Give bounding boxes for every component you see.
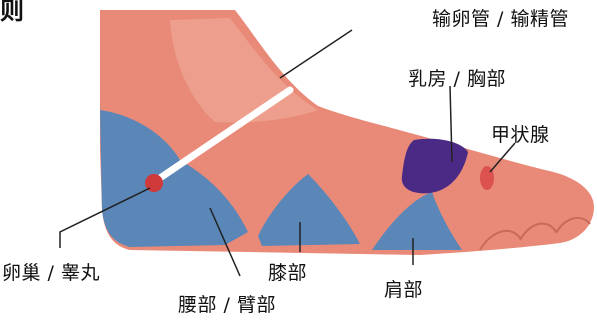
label-waist-arm: 腰部 / 臂部 [178, 294, 276, 316]
label-breast-chest: 乳房 / 胸部 [408, 68, 506, 90]
ovary-leader-line [59, 187, 151, 248]
label-shoulder: 肩部 [384, 279, 424, 301]
toe-outline [479, 216, 591, 251]
label-thyroid: 甲状腺 [491, 124, 550, 146]
heel-waist-zone [100, 110, 248, 247]
thyroid-leader-line [489, 142, 516, 173]
cropped-heading-fragment: 则 [0, 0, 24, 25]
knee-zone [258, 174, 360, 246]
label-vas-deferens: 输卵管 / 输精管 [432, 8, 569, 30]
label-ovary-testis: 卵巢 / 睾丸 [2, 262, 100, 284]
waist-leader-line [209, 207, 241, 277]
breast-leader-line [449, 85, 453, 163]
pointer-stick [156, 86, 294, 182]
label-knee: 膝部 [268, 262, 308, 284]
shoulder-zone [372, 192, 462, 250]
vas-deferens-leader-line [279, 29, 353, 79]
